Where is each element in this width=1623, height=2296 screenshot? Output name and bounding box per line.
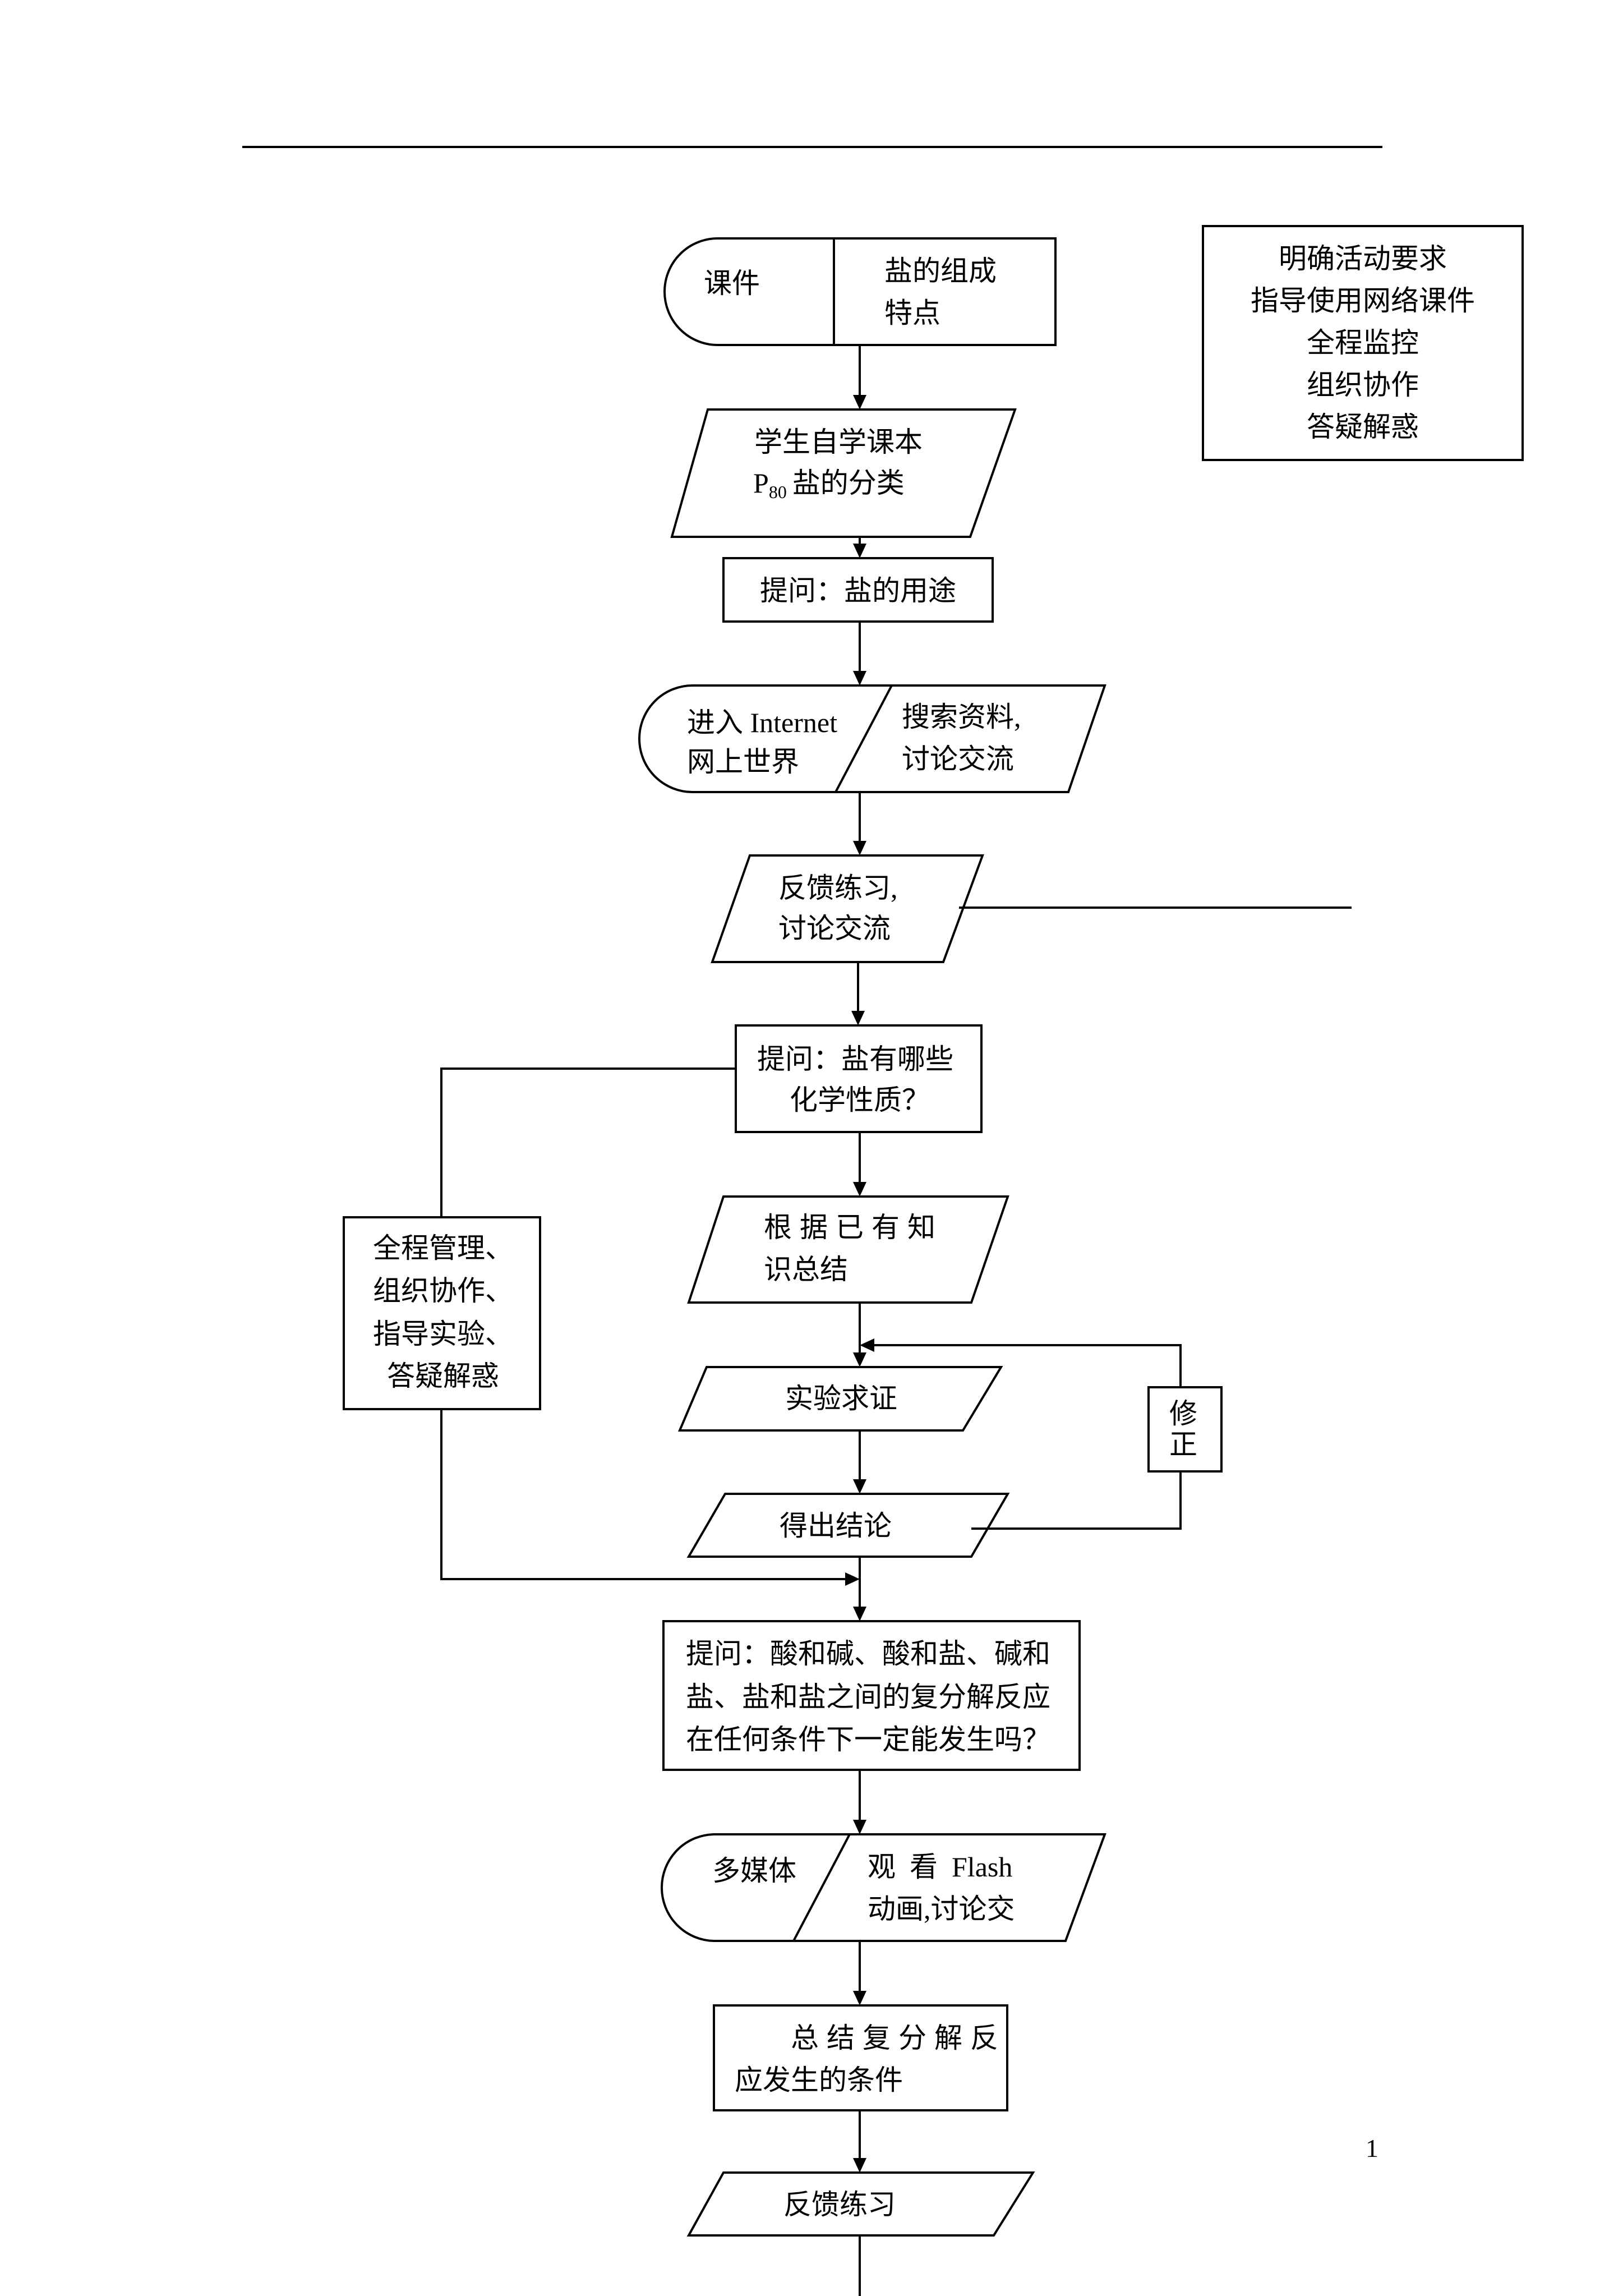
courseware-left-label: 课件 bbox=[704, 268, 760, 299]
summary-conditions-line2: 应发生的条件 bbox=[735, 2064, 903, 2096]
notes-line-2: 指导使用网络课件 bbox=[1251, 285, 1475, 316]
summarize-line1: 根据已有知 bbox=[764, 1212, 943, 1243]
notes-line-1: 明确活动要求 bbox=[1279, 243, 1447, 274]
node-feedback-2: 反馈练习 bbox=[686, 2171, 1035, 2237]
node-courseware: 课件 盐的组成 特点 bbox=[663, 237, 1057, 346]
feedback2-label: 反馈练习 bbox=[783, 2189, 896, 2220]
teacher-notes-box: 明确活动要求 指导使用网络课件 全程监控 组织协作 答疑解惑 bbox=[1202, 225, 1524, 461]
node-feedback-1: 反馈练习, 讨论交流 bbox=[711, 854, 984, 963]
question-properties-line1: 提问：盐有哪些 bbox=[757, 1043, 953, 1075]
page-number: 1 bbox=[1366, 2134, 1378, 2162]
internet-left-line2: 网上世界 bbox=[687, 746, 799, 777]
experiment-label: 实验求证 bbox=[785, 1383, 897, 1414]
management-line-3: 指导实验、 bbox=[373, 1318, 513, 1350]
question-properties-line2: 化学性质？ bbox=[790, 1084, 930, 1116]
feedback1-line1: 反馈练习, bbox=[778, 872, 898, 904]
notes-line-5: 答疑解惑 bbox=[1307, 411, 1419, 443]
internet-right-line1: 搜索资料, bbox=[902, 701, 1021, 733]
question-conditions-line3: 在任何条件下一定能发生吗？ bbox=[686, 1724, 1050, 1755]
node-internet: 进入 Internet 网上世界 搜索资料, 讨论交流 bbox=[638, 684, 1106, 793]
feedback1-line2: 讨论交流 bbox=[778, 913, 891, 944]
multimedia-left-label: 多媒体 bbox=[712, 1855, 796, 1887]
summarize-line2: 识总结 bbox=[764, 1254, 848, 1285]
management-line-4: 答疑解惑 bbox=[387, 1360, 499, 1392]
node-summarize: 根据已有知 识总结 bbox=[687, 1195, 1009, 1304]
node-multimedia: 多媒体 观 看 Flash 动画,讨论交 bbox=[661, 1833, 1106, 1942]
self-study-line1: 学生自学课本 bbox=[754, 426, 923, 458]
courseware-right-line2: 特点 bbox=[884, 297, 940, 329]
management-line-2: 组织协作、 bbox=[373, 1275, 513, 1306]
node-summary-conditions: 总结复分解反 应发生的条件 bbox=[713, 2004, 1008, 2111]
node-question-conditions: 提问：酸和碱、酸和盐、碱和 盐、盐和盐之间的复分解反应 在任何条件下一定能发生吗… bbox=[662, 1620, 1081, 1771]
multimedia-right-line1: 观 看 Flash bbox=[868, 1851, 1012, 1883]
node-experiment: 实验求证 bbox=[677, 1366, 1003, 1432]
node-question-uses: 提问：盐的用途 bbox=[722, 557, 994, 623]
notes-line-4: 组织协作 bbox=[1307, 369, 1419, 401]
management-box: 全程管理、 组织协作、 指导实验、 答疑解惑 bbox=[343, 1216, 541, 1410]
revise-char-2: 正 bbox=[1169, 1429, 1197, 1460]
question-conditions-line2: 盐、盐和盐之间的复分解反应 bbox=[686, 1681, 1050, 1713]
summary-conditions-line1: 总结复分解反 bbox=[791, 2022, 1006, 2054]
notes-line-3: 全程监控 bbox=[1307, 327, 1419, 358]
node-conclusion: 得出结论 bbox=[686, 1493, 1010, 1558]
courseware-right-line1: 盐的组成 bbox=[884, 255, 997, 287]
revise-box: 修 正 bbox=[1147, 1386, 1223, 1473]
question-conditions-line1: 提问：酸和碱、酸和盐、碱和 bbox=[686, 1638, 1050, 1669]
connectors bbox=[440, 345, 1352, 2296]
question-uses-label: 提问：盐的用途 bbox=[760, 575, 956, 606]
revise-char-1: 修 bbox=[1169, 1398, 1197, 1429]
conclusion-label: 得出结论 bbox=[780, 1510, 892, 1542]
node-question-properties: 提问：盐有哪些 化学性质？ bbox=[735, 1024, 983, 1133]
multimedia-right-line2: 动画,讨论交 bbox=[868, 1893, 1015, 1925]
internet-right-line2: 讨论交流 bbox=[902, 743, 1014, 775]
management-line-1: 全程管理、 bbox=[373, 1232, 513, 1264]
internet-left-line1: 进入 Internet bbox=[687, 707, 837, 738]
